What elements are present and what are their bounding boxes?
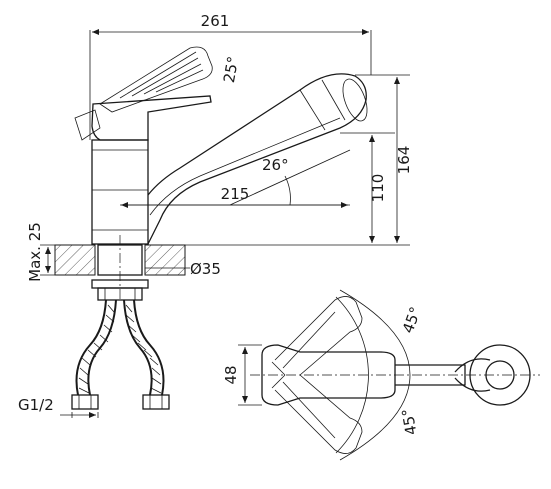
top-view: 45° 45° 48 [222,289,540,461]
diameter-35-label: Ø35 [190,260,221,278]
dimension-48-label: 48 [222,365,240,384]
dimension-48: 48 [222,344,262,406]
dimension-110-label: 110 [369,174,387,203]
dimension-215: 215 [121,185,348,208]
faucet-body [91,139,149,245]
body-top [261,344,466,406]
rotation-45-top-label: 45° [399,304,425,335]
dimension-164-label: 164 [395,146,413,175]
dimension-261-label: 261 [201,12,230,30]
dimension-diameter-35: Ø35 [145,260,221,278]
dimension-max-25: Max. 25 [26,222,58,282]
dimension-g12: G1/2 [18,396,99,418]
hose-connectors [71,394,170,410]
lever-closed [74,95,212,141]
mounting-hardware [91,279,149,301]
max-25-label: Max. 25 [26,222,44,282]
dimension-215-label: 215 [221,185,250,203]
deck-section [54,235,186,300]
angle-26-label: 26° [262,156,289,174]
aerator-head [454,344,531,406]
rotation-45-bottom-label: 45° [398,407,420,436]
angle-25-label: 25° [220,55,242,84]
spout-rotated-positions [274,296,363,454]
lever-open-position: 25° [99,46,242,113]
spout [147,73,368,245]
g12-label: G1/2 [18,396,54,414]
side-view: 261 25° [18,12,413,418]
dimension-261: 261 [89,12,372,140]
dimension-heights: 110 164 [145,74,413,246]
flexible-hoses [75,299,165,396]
